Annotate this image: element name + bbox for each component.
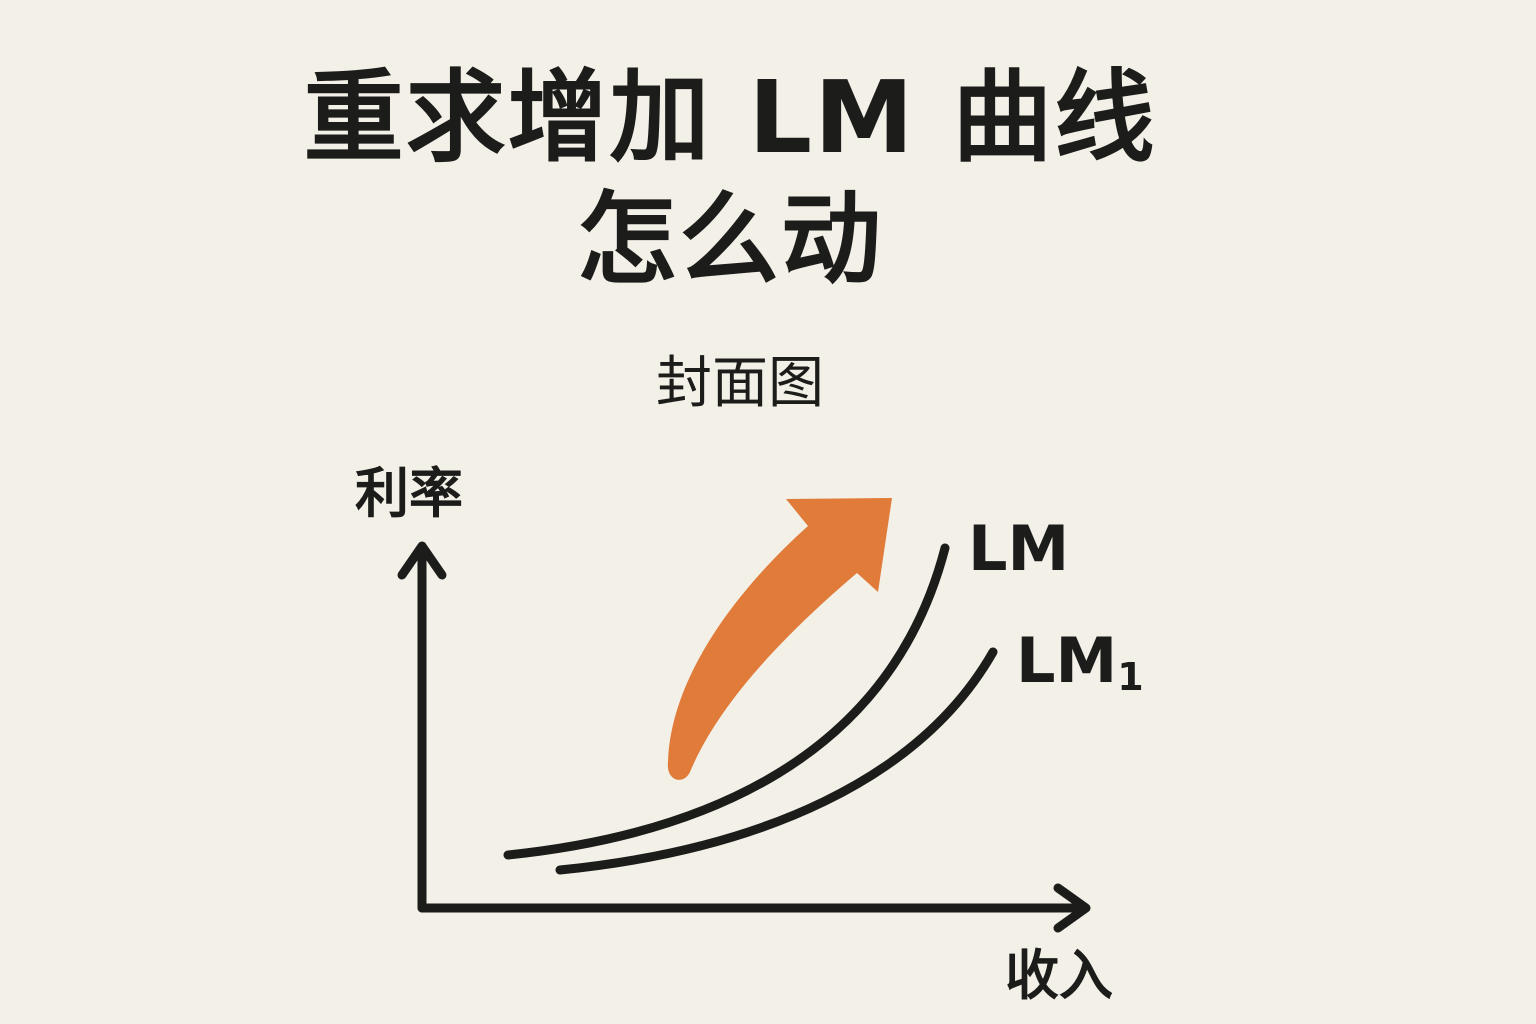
- y-axis-label: 利率: [355, 462, 463, 525]
- lm-label: LM: [968, 512, 1069, 585]
- y-axis: [397, 541, 447, 913]
- lm1-label-main: LM: [1016, 624, 1117, 697]
- lm1-label: LM1: [1016, 624, 1144, 699]
- shift-arrow-icon: [667, 498, 892, 780]
- y-axis-arrowhead-icon: [397, 541, 447, 580]
- title-line-2: 怎么动: [577, 181, 883, 298]
- lm1-label-subscript: 1: [1117, 655, 1143, 699]
- x-axis: [417, 883, 1091, 933]
- x-axis-arrowhead-icon: [1053, 883, 1091, 933]
- subtitle: 封面图: [656, 351, 824, 416]
- lm1-curve: [555, 647, 998, 875]
- lm-curve: [503, 543, 950, 860]
- title-line-1: 重求增加 LM 曲线: [303, 59, 1157, 176]
- x-axis-label: 收入: [1005, 944, 1113, 1007]
